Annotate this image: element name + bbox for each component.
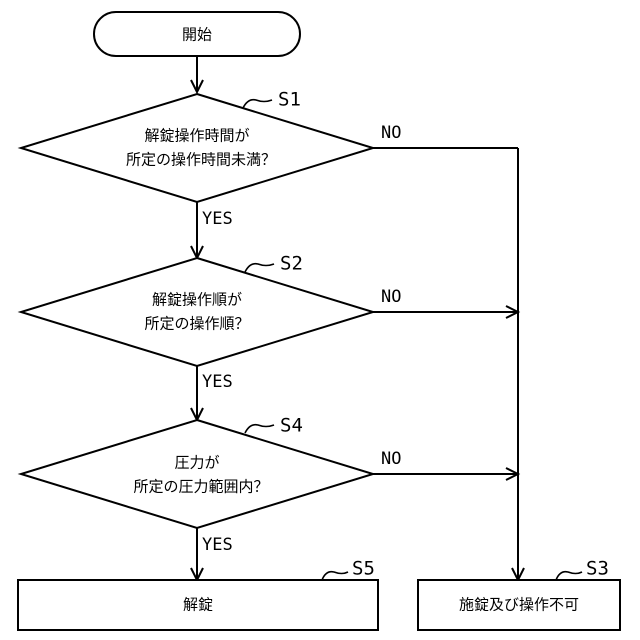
step-label-s4: S4 (280, 415, 303, 437)
decision-s4-yes-label: YES (202, 535, 233, 555)
decision-s2-line1: 解錠操作順が (152, 291, 242, 309)
decision-s4-no-label: NO (381, 449, 401, 469)
step-label-s5: S5 (352, 558, 375, 580)
step-label-s2: S2 (280, 253, 303, 275)
step-label-s1: S1 (278, 89, 301, 111)
process-s3-label: 施錠及び操作不可 (459, 596, 579, 614)
start-label: 開始 (182, 26, 212, 44)
process-s5-label: 解錠 (183, 596, 213, 614)
decision-s1-line1: 解錠操作時間が (144, 127, 249, 145)
decision-s1-no-label: NO (381, 123, 401, 143)
decision-s1-yes-label: YES (202, 209, 233, 229)
decision-s2-line2: 所定の操作順？ (144, 315, 249, 333)
step-label-s3: S3 (586, 558, 609, 580)
decision-s4-line2: 所定の圧力範囲内？ (133, 478, 268, 496)
start-terminal: 開始 (94, 12, 300, 56)
decision-s1: 解錠操作時間が 所定の操作時間未満？ YES NO S1 (21, 89, 401, 230)
decision-s2: 解錠操作順が 所定の操作順？ YES NO S2 (21, 253, 401, 393)
no-branch-flow (373, 148, 524, 580)
decision-s2-no-label: NO (381, 287, 401, 307)
decision-s2-yes-label: YES (202, 372, 233, 392)
decision-s1-line2: 所定の操作時間未満？ (126, 151, 276, 169)
decision-s4-line1: 圧力が (174, 454, 219, 472)
decision-s4: 圧力が 所定の圧力範囲内？ YES NO S4 (21, 415, 401, 556)
